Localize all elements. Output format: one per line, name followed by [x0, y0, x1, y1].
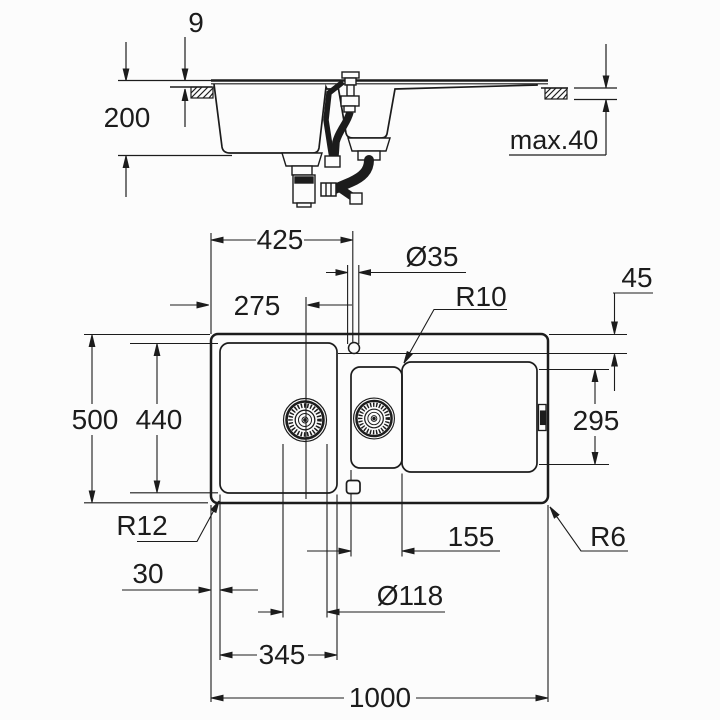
dim-small-bowl-width: 155 — [307, 521, 500, 552]
faucet-fitting — [323, 71, 360, 168]
dim-total-depth: 500 — [72, 335, 119, 502]
dim-rim-inset: 45 — [613, 262, 653, 391]
dim-bowl-length: 440 — [136, 344, 183, 492]
dim-label-bowl-length: 440 — [136, 404, 183, 435]
drainboard — [401, 361, 538, 473]
section-view: 9 200 max.40 — [104, 7, 617, 208]
dim-label-bowl-depth: 200 — [104, 102, 151, 133]
dim-label-faucet-hole-dia: Ø35 — [406, 241, 459, 272]
dim-label-outer-corner-radius: R6 — [590, 521, 626, 552]
dim-label-bowl-corner-radius: R12 — [116, 510, 167, 541]
counter-hatch-left — [170, 86, 214, 99]
dim-label-drain-from-left: 275 — [234, 290, 281, 321]
dim-label-small-bowl-width: 155 — [448, 521, 495, 552]
main-drain — [284, 399, 327, 442]
faucet-hole — [347, 341, 361, 355]
dim-rim-height: 9 — [185, 7, 204, 127]
overflow-square — [345, 479, 361, 495]
dim-counter-thickness: max.40 — [509, 44, 606, 156]
half-drain — [354, 398, 395, 439]
dim-label-drain-dia: Ø118 — [377, 580, 443, 611]
dim-label-counter-thickness: max.40 — [510, 125, 599, 155]
main-bowl — [219, 342, 338, 494]
dim-label-board-corner-radius: R10 — [455, 281, 506, 312]
dim-label-rim-inset: 45 — [621, 262, 652, 293]
dim-label-faucet-from-left: 425 — [257, 224, 304, 255]
dim-bowl-depth: 200 — [104, 42, 151, 197]
dim-label-rim-height: 9 — [188, 7, 204, 38]
leader-bowl-corner-radius: R12 — [116, 501, 220, 543]
counter-hatch-right — [541, 87, 617, 101]
dim-bowl-width: 345 — [221, 639, 337, 670]
dim-bowl-edge-offset: 30 — [122, 558, 258, 590]
dim-label-bowl-width: 345 — [259, 639, 306, 670]
plan-view: 425 Ø35 275 R10 45 500 — [72, 224, 653, 713]
dim-board-depth: 295 — [573, 370, 620, 464]
dim-label-total-width: 1000 — [349, 682, 411, 713]
dim-faucet-hole-dia: Ø35 — [326, 241, 466, 273]
dim-label-total-depth: 500 — [72, 404, 119, 435]
dim-label-bowl-edge-offset: 30 — [132, 558, 163, 589]
edge-slot — [537, 403, 547, 432]
dim-drain-from-left: 275 — [170, 290, 352, 321]
dim-total-width: 1000 — [212, 682, 548, 713]
dim-drain-dia: Ø118 — [258, 580, 445, 612]
dim-label-board-depth: 295 — [573, 405, 620, 436]
leader-outer-corner-radius: R6 — [550, 507, 628, 552]
dim-faucet-from-left: 425 — [212, 224, 353, 255]
drain-trap-assembly — [281, 137, 391, 208]
leader-board-corner-radius: R10 — [404, 281, 507, 363]
plan-sink-outline — [209, 332, 550, 505]
